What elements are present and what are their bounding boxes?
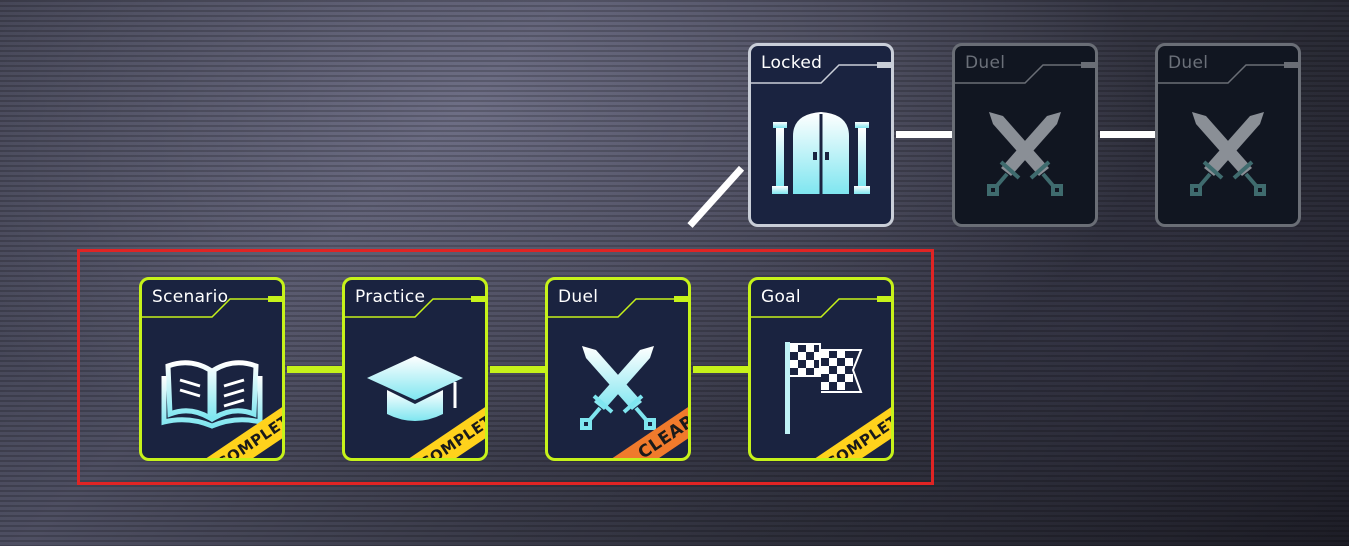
connector-duel-goal <box>693 366 748 373</box>
card-title: Duel <box>558 287 599 307</box>
checkered-flag-icon <box>785 342 863 434</box>
card-header-frame <box>142 296 282 318</box>
connector-duel2-duel3 <box>1100 131 1156 138</box>
stage-card-duel[interactable]: Duel CLEAR! <box>545 277 691 461</box>
connector-practice-duel <box>490 366 545 373</box>
card-title: Goal <box>761 287 801 307</box>
card-title: Duel <box>965 53 1006 73</box>
card-title: Scenario <box>152 287 229 307</box>
stage-card-scenario[interactable]: Scenario COMPLETE!! <box>139 277 285 461</box>
highlight-box <box>77 249 934 485</box>
card-header-frame <box>751 296 891 318</box>
card-title: Duel <box>1168 53 1209 73</box>
card-header-frame <box>751 62 891 84</box>
stage-card-goal[interactable]: Goal COMPLETE!! <box>748 277 894 461</box>
connector-locked-duel2 <box>896 131 952 138</box>
crossed-swords-icon <box>580 346 656 430</box>
card-header-frame <box>345 296 485 318</box>
crossed-swords-icon <box>1190 112 1266 196</box>
crossed-swords-icon <box>987 112 1063 196</box>
gate-icon <box>772 112 870 194</box>
card-header-frame <box>1158 62 1298 84</box>
stage-card-locked[interactable]: Locked <box>748 43 894 227</box>
connector-duel-locked <box>687 165 745 228</box>
card-title: Practice <box>355 287 426 307</box>
stage-card-duel-locked-3[interactable]: Duel <box>1155 43 1301 227</box>
card-header-frame <box>955 62 1095 84</box>
card-title: Locked <box>761 53 823 73</box>
graduation-cap-icon <box>367 356 463 421</box>
stage-card-practice[interactable]: Practice COMPLETE!! <box>342 277 488 461</box>
stage-card-duel-locked-2[interactable]: Duel <box>952 43 1098 227</box>
open-book-icon <box>161 360 263 429</box>
connector-scenario-practice <box>287 366 342 373</box>
card-header-frame <box>548 296 688 318</box>
